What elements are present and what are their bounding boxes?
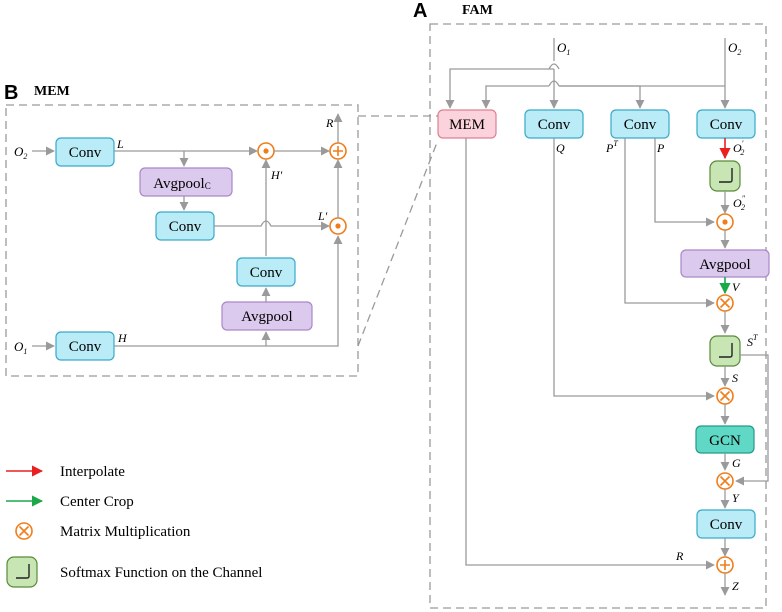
fam-avgpool-label: Avgpool: [699, 257, 750, 273]
mem-conv-small-box: [236, 257, 296, 287]
legend-label-matrix-mult: Matrix Multiplication: [60, 524, 191, 540]
mem-avgpool-label: Avgpool: [241, 309, 292, 325]
fam-conv-q-label: Conv: [538, 117, 571, 133]
mem-label-r: R: [325, 116, 334, 130]
mem-elementwise-op-1: [257, 142, 275, 160]
fam-softmax-2: [709, 335, 741, 367]
fam-matmul-2: [716, 387, 734, 405]
fam-conv-p-box: [610, 109, 670, 139]
panel-a: A FAM O1 O2 MEM Conv Conv Conv Q PT P O′…: [413, 0, 770, 609]
mem-frame: [5, 104, 359, 377]
mem-label-l: L: [116, 137, 124, 151]
legend-item-center-crop: Center Crop: [6, 494, 134, 510]
mem-avgpool-c-label: AvgpoolC: [153, 176, 210, 192]
mem-input-o2: O2: [14, 144, 27, 161]
fam-label-s: S: [732, 371, 738, 385]
fam-label-o2-prime: O′2: [733, 139, 744, 157]
fam-label-st: ST: [747, 333, 758, 349]
fam-label-z: Z: [732, 579, 739, 593]
fam-label-pt: PT: [605, 139, 618, 155]
fam-matmul-3: [716, 472, 734, 490]
mem-avgpool-box: [221, 301, 313, 331]
fam-frame: [429, 23, 767, 609]
panel-a-letter: A: [413, 0, 427, 22]
legend-label-interpolate: Interpolate: [60, 464, 125, 480]
fam-label-r: R: [675, 549, 684, 563]
fam-label-g: G: [732, 456, 741, 470]
fam-conv-out-label: Conv: [710, 517, 743, 533]
fam-conv-p-label: Conv: [624, 117, 657, 133]
fam-conv-o2-box: [696, 109, 756, 139]
fam-elementwise-op: [716, 213, 734, 231]
panel-b-letter: B: [4, 82, 18, 104]
legend-label-softmax: Softmax Function on the Channel: [60, 565, 262, 581]
fam-label-y: Y: [732, 491, 740, 505]
mem-add-op: [329, 142, 347, 160]
fam-top-connections: [445, 38, 730, 108]
panel-a-title: FAM: [462, 3, 493, 18]
fam-mem-label: MEM: [449, 117, 485, 133]
panel-b: B MEM O2 Conv L R AvgpoolC Conv L′ H′ Co…: [4, 82, 359, 377]
fam-add-op: [716, 556, 734, 574]
mem-elementwise-op-2: [329, 217, 347, 235]
fam-label-v: V: [732, 280, 741, 294]
mem-label-h: H: [117, 331, 128, 345]
fam-label-o2-dprime: O″2: [733, 194, 746, 212]
fam-label-q: Q: [556, 141, 565, 155]
mem-conv-bottom-label: Conv: [69, 339, 102, 355]
mem-conv-top-label: Conv: [69, 145, 102, 161]
matrix-mult-icon: [15, 522, 33, 540]
mem-conv-mid-label: Conv: [169, 219, 202, 235]
mem-label-lp: L′: [317, 209, 328, 223]
panel-b-title: MEM: [34, 84, 70, 99]
mem-conv-top-box: [55, 137, 115, 167]
fam-label-p: P: [656, 141, 665, 155]
mem-input-o1: O1: [14, 339, 27, 356]
legend: Interpolate Center Crop Matrix Multiplic…: [6, 464, 262, 588]
fam-matmul-1: [716, 294, 734, 312]
fam-gcn-label: GCN: [709, 433, 741, 449]
legend-item-softmax: Softmax Function on the Channel: [6, 556, 262, 588]
legend-item-matrix-mult: Matrix Multiplication: [15, 522, 191, 540]
zoom-line-bottom: [357, 139, 439, 347]
fam-input-o2: O2: [728, 40, 741, 57]
fam-mem-box: [437, 109, 497, 139]
fam-softmax-1: [709, 160, 741, 192]
legend-label-center-crop: Center Crop: [60, 494, 134, 510]
softmax-icon: [6, 556, 38, 588]
mem-label-hp: H′: [270, 168, 283, 182]
fam-conv-o2-label: Conv: [710, 117, 743, 133]
mem-avgpool-c-box: [139, 167, 233, 197]
legend-item-interpolate: Interpolate: [6, 464, 125, 480]
fam-conv-out-box: [696, 509, 756, 539]
fam-input-o1: O1: [557, 40, 570, 57]
mem-conv-small-label: Conv: [250, 265, 283, 281]
